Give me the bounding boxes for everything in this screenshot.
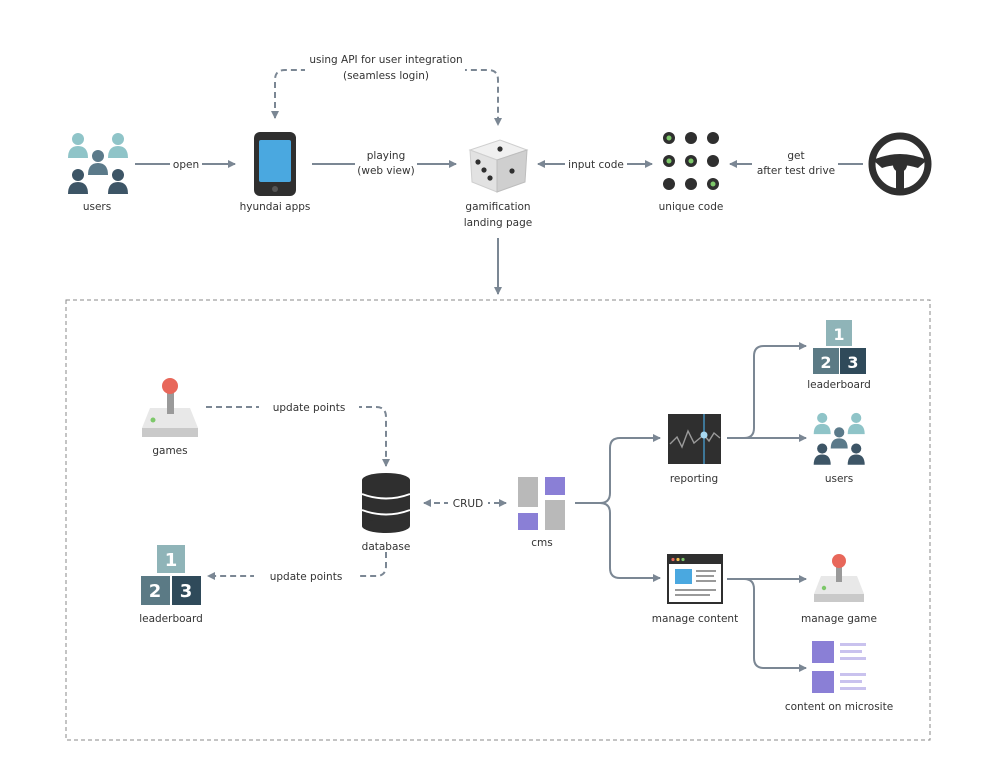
users-icon-right: [813, 412, 865, 465]
podium-icon-left: [141, 545, 201, 605]
manage-content-label: manage content: [652, 613, 738, 625]
edge-label-open: open: [173, 159, 199, 171]
edge-label-get-line1: get: [787, 150, 804, 162]
edge-label-playing-line1: playing: [367, 150, 405, 162]
database-label: database: [362, 541, 411, 553]
users-right-label: users: [825, 473, 853, 485]
backend-container: [65, 299, 931, 741]
podium-right-digit-3: 3: [847, 353, 858, 372]
phone-icon: [254, 132, 296, 196]
podium-right-digit-2: 2: [820, 353, 831, 372]
content-window-icon: [667, 554, 723, 604]
edge-label-api-line1: using API for user integration: [309, 54, 462, 66]
cms-icon: [518, 477, 565, 530]
joystick-icon-manage-game: [814, 554, 864, 602]
edge-label-update-points-top: update points: [273, 402, 346, 414]
podium-left-digit-1: 1: [165, 550, 178, 571]
reporting-label: reporting: [670, 473, 718, 485]
edge-label-update-points-bottom: update points: [270, 571, 343, 583]
dice-icon: [468, 139, 529, 193]
edge-cms-reporting: [575, 434, 661, 504]
leaderboard-left-label: leaderboard: [139, 613, 203, 625]
content-microsite-label: content on microsite: [785, 701, 893, 713]
edge-label-get-line2: after test drive: [757, 165, 835, 177]
podium-right-digit-1: 1: [833, 325, 844, 344]
cms-label: cms: [531, 537, 552, 549]
edge-reporting-leaderboard: [727, 342, 807, 439]
joystick-icon: [142, 378, 198, 437]
gamification-label-line1: gamification: [465, 201, 530, 213]
edge-label-input-code: input code: [568, 159, 624, 171]
edge-cms-manage-content: [599, 502, 661, 582]
podium-left-digit-2: 2: [149, 581, 162, 602]
leaderboard-right-label: leaderboard: [807, 379, 871, 391]
edge-content-microsite: [743, 578, 807, 672]
gamification-label-line2: landing page: [464, 217, 532, 229]
manage-game-label: manage game: [801, 613, 877, 625]
hyundai-apps-label: hyundai apps: [240, 201, 311, 213]
edge-label-crud: CRUD: [453, 498, 483, 510]
edge-label-api-line2: (seamless login): [343, 70, 429, 82]
microsite-icon: [812, 641, 866, 693]
code-grid-icon: [663, 132, 719, 190]
steering-wheel-icon: [868, 132, 932, 196]
users-top-label: users: [83, 201, 111, 213]
database-icon: [361, 473, 411, 533]
reporting-icon: [668, 414, 721, 464]
unique-code-label: unique code: [659, 201, 724, 213]
podium-left-digit-3: 3: [180, 581, 193, 602]
edge-games-database: [206, 406, 390, 467]
edge-label-playing-line2: (web view): [357, 165, 414, 177]
games-label: games: [152, 445, 187, 457]
edge-database-leaderboard: [207, 552, 387, 580]
users-icon: [68, 133, 128, 194]
podium-icon-right: [813, 320, 866, 374]
